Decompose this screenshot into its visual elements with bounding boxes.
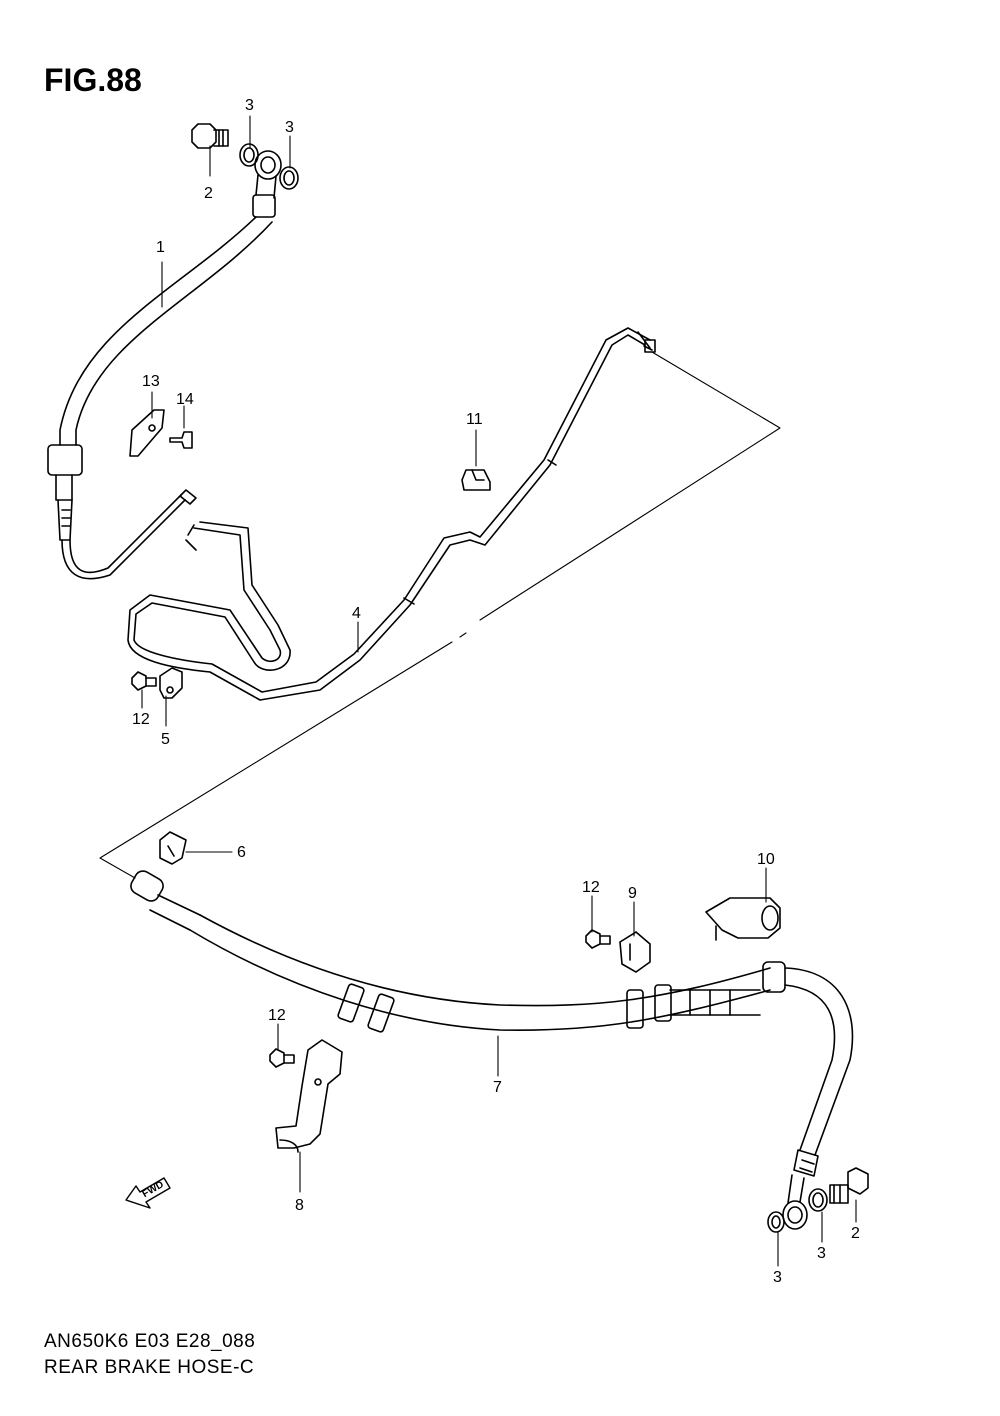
callout-3-bot-b: 3: [773, 1269, 782, 1286]
bracket-13: [129, 409, 165, 457]
washer-top-b: [279, 166, 299, 190]
clamp-11: [461, 469, 491, 491]
bolt-12-bottom: [269, 1048, 295, 1068]
brake-hose-7: [130, 870, 854, 1177]
union-bolt-bottom: [829, 1167, 869, 1204]
callout-5: 5: [161, 731, 170, 748]
connector-line: [99, 351, 781, 879]
bracket-8: [275, 1039, 343, 1153]
callout-2-bot: 2: [851, 1225, 860, 1242]
brake-pipe-4: [127, 327, 656, 701]
callout-3-top-b: 3: [285, 119, 294, 136]
callout-3-bot-a: 3: [817, 1245, 826, 1262]
callout-11: 11: [466, 411, 483, 428]
washer-bottom-a: [767, 1211, 785, 1233]
callout-12-c: 12: [268, 1007, 286, 1024]
callout-7: 7: [493, 1079, 502, 1096]
callout-13: 13: [142, 373, 160, 390]
brake-hose-1: [47, 216, 273, 580]
footer-figure-name: REAR BRAKE HOSE-C: [44, 1357, 255, 1378]
bolt-12-mid: [585, 929, 611, 949]
union-bolt-top: [191, 123, 229, 149]
washer-bottom-b: [808, 1188, 828, 1212]
clip-6: [159, 831, 187, 865]
callout-8: 8: [295, 1197, 304, 1214]
banjo-fitting-top: [252, 150, 282, 218]
callout-3-top-a: 3: [245, 97, 254, 114]
clamp-10: [705, 897, 781, 941]
bolt-12-top: [131, 671, 157, 691]
callout-14: 14: [176, 391, 194, 408]
callout-10: 10: [757, 851, 775, 868]
forward-arrow-icon: FWD: [125, 1177, 171, 1209]
callout-2-top: 2: [204, 185, 213, 202]
clamp-9: [619, 931, 651, 973]
fwd-label: FWD: [141, 1179, 166, 1200]
banjo-fitting-bottom: [782, 1174, 808, 1230]
clamp-5: [159, 667, 183, 699]
leader-lines: [141, 115, 857, 1267]
bolt-14: [169, 431, 193, 449]
callout-12-b: 12: [582, 879, 600, 896]
callout-4: 4: [352, 605, 361, 622]
footer-model-code: AN650K6 E03 E28_088: [44, 1331, 256, 1352]
figure-title: FIG.88: [44, 62, 142, 98]
callout-6: 6: [237, 844, 246, 861]
callout-12-a: 12: [132, 711, 150, 728]
callout-9: 9: [628, 885, 637, 902]
callout-1: 1: [156, 239, 165, 256]
